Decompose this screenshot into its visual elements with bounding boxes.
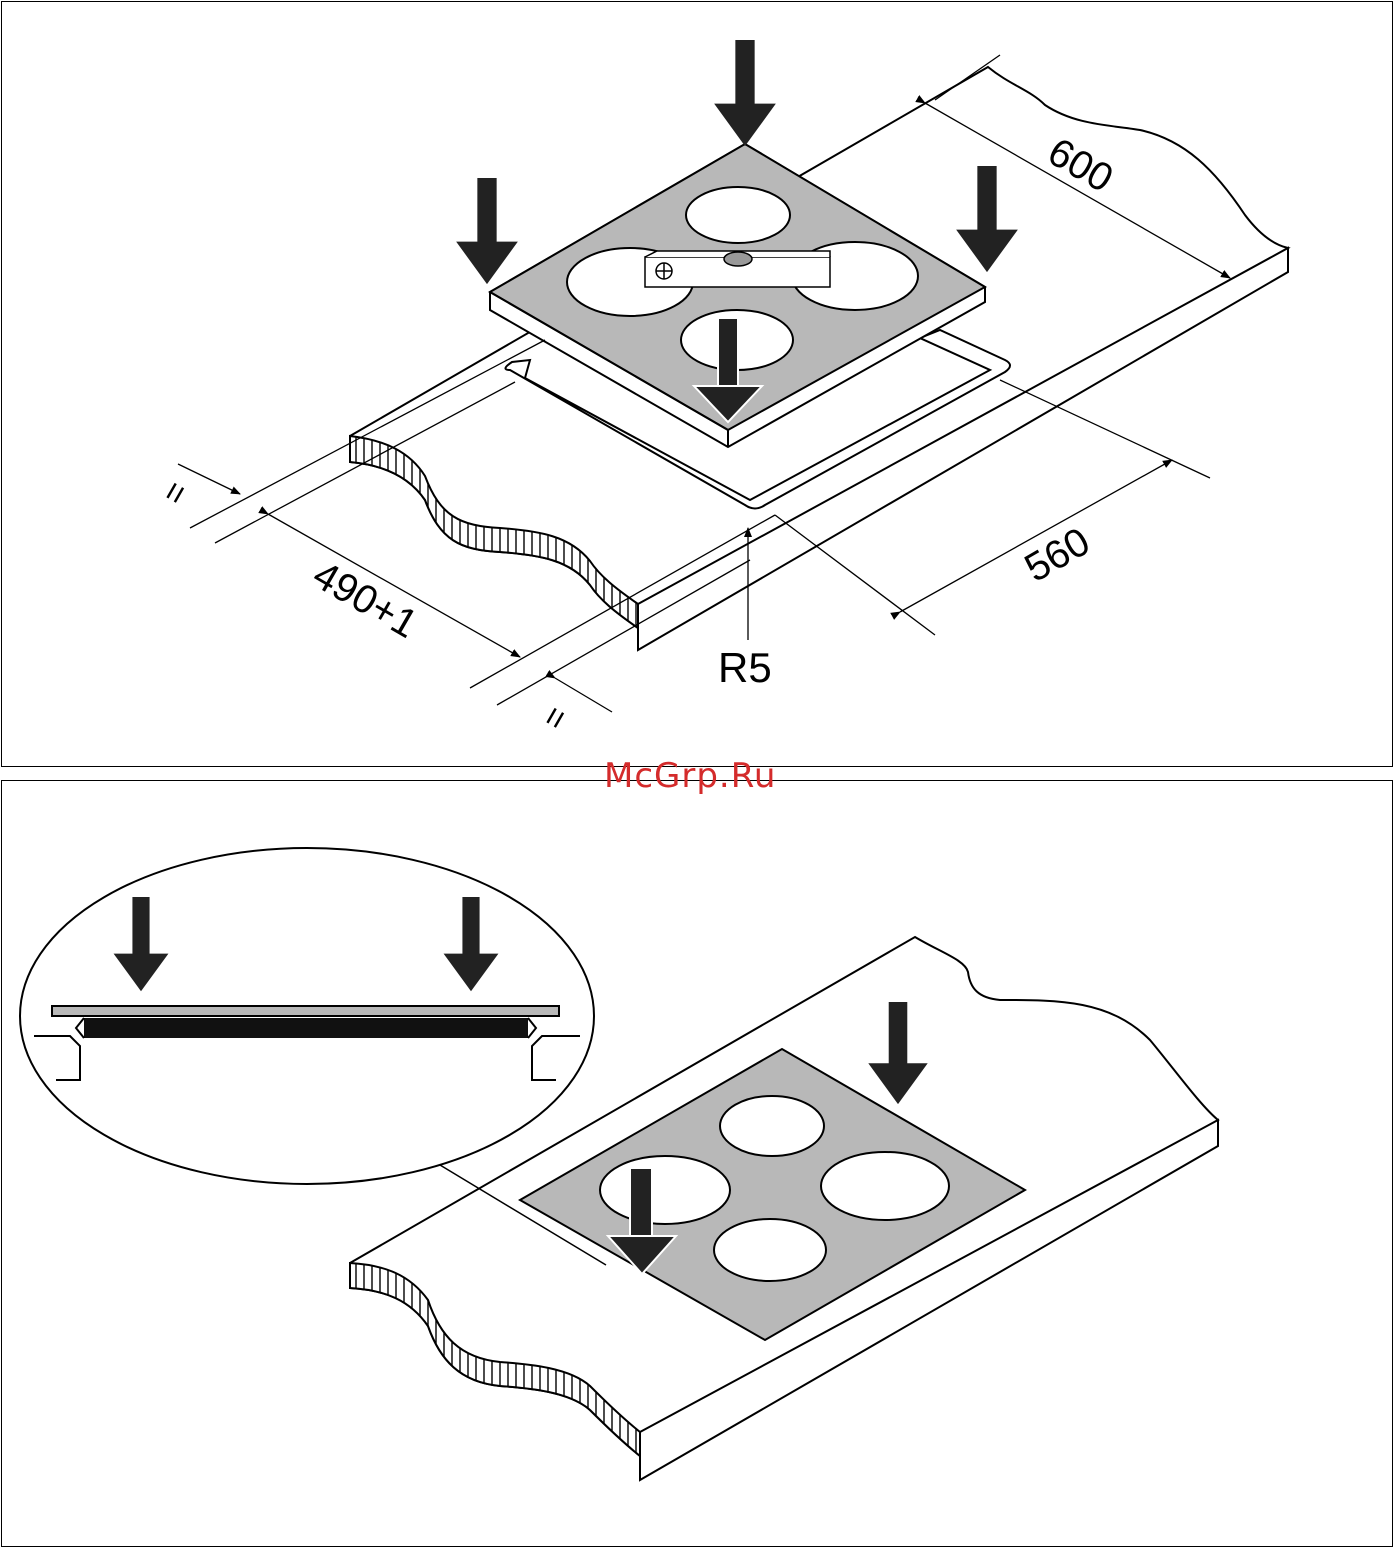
dimension-cutout-width-label: 560 [1018,519,1098,590]
watermark: McGrp.Ru [604,756,776,796]
equal-spacing-bottom-label: = [534,700,577,736]
cooking-zone [686,187,790,243]
down-arrow-icon [714,40,776,146]
cooking-zone [600,1156,730,1224]
cooking-zone [821,1152,949,1220]
detail-callout [20,848,594,1184]
spirit-level-icon [645,251,830,287]
corner-radius-label: R5 [718,644,772,691]
cooking-zone [714,1219,826,1281]
down-arrow-icon [456,178,518,284]
cooking-zone [720,1096,824,1156]
equal-spacing-left-label: = [154,475,197,511]
dimension-cutout-depth-label: 490+1 [306,553,425,647]
